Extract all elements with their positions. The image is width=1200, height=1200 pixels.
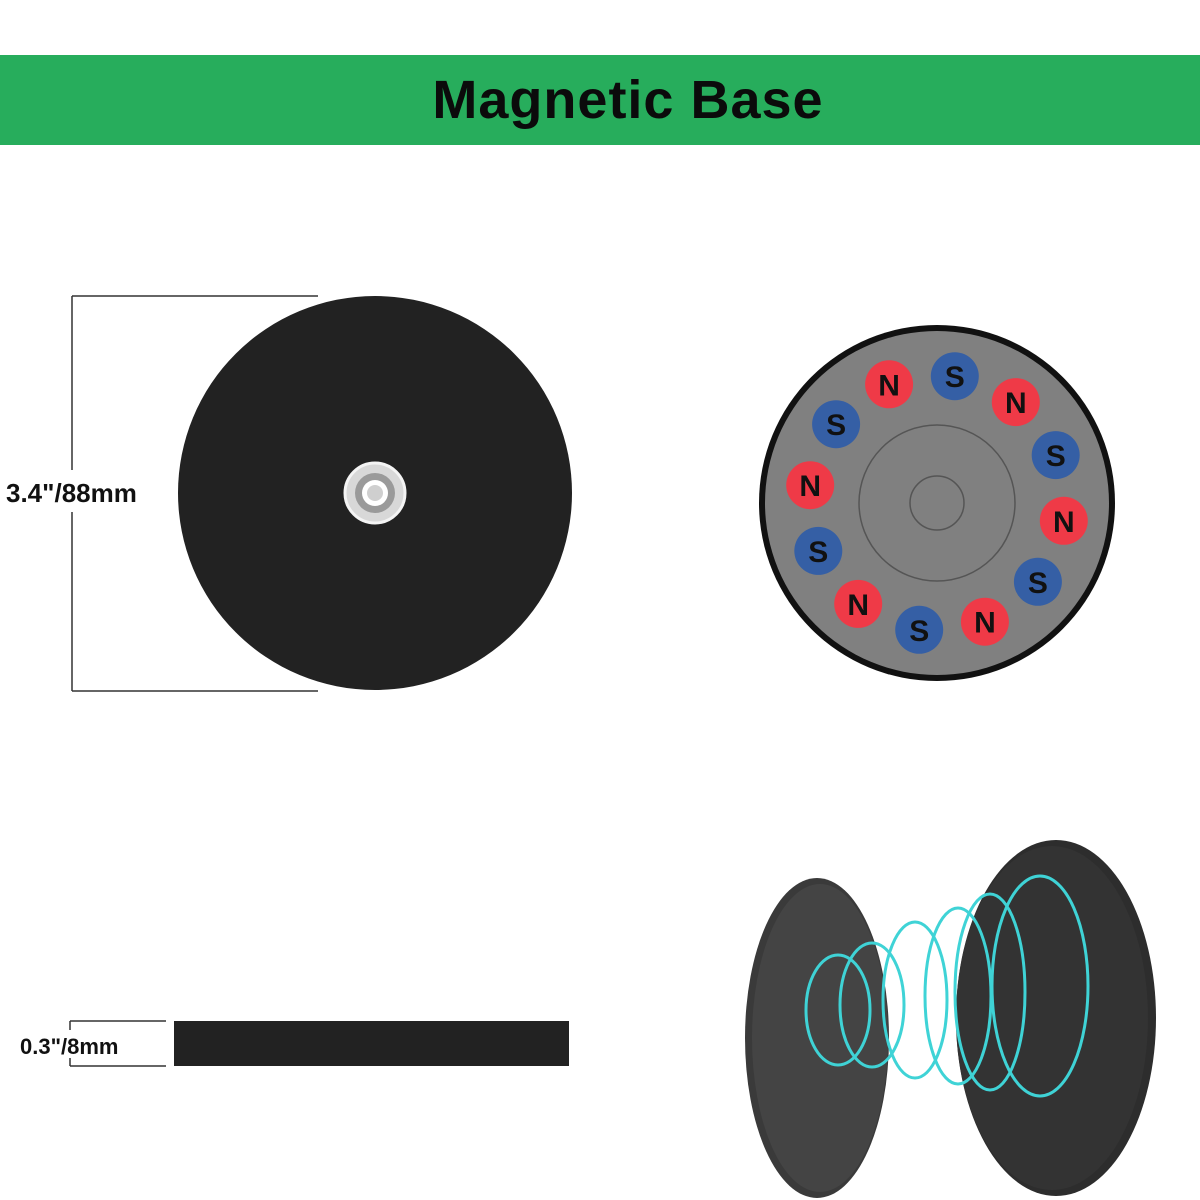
magnet-pole [930,352,979,401]
magnet-pole [794,526,843,575]
magnetic-field-illustration [745,840,1156,1198]
magnet-pole-label: S [945,361,965,394]
field-lines [804,874,1090,1098]
diameter-label: 3.4"/88mm [6,478,137,508]
magnet-pole [786,461,835,510]
magnet-pole-label: S [909,615,929,648]
magnet-pole-label: N [1053,506,1075,539]
magnet-pole [834,579,883,628]
magnet-pole [865,360,914,409]
magnet-pole [1013,557,1062,606]
title-banner: Magnetic Base [0,55,1200,145]
magnet-pole [991,378,1040,427]
base-side-view [174,1021,569,1066]
magnet-pole [812,400,861,449]
magnet-pole-label: N [878,369,900,402]
magnet-pole-label: N [799,470,821,503]
magnet-pole-label: N [1005,387,1027,420]
magnet-pole-label: S [826,409,846,442]
magnet-pole [1039,496,1088,545]
magnet-pole-label: S [1028,567,1048,600]
magnet-pole [960,597,1009,646]
magnet-pole-label: S [808,536,828,569]
magnet-pole-label: N [847,589,869,622]
diameter-bracket [71,295,318,692]
magnet-pole [895,605,944,654]
magnet-pole [1031,431,1080,480]
thickness-label: 0.3"/8mm [20,1034,119,1059]
base-top-view [178,296,572,690]
page-title: Magnetic Base [432,70,824,130]
magnet-pole-label: S [1046,440,1066,473]
magnet-pole-label: N [974,607,996,640]
thickness-bracket [69,1020,166,1067]
